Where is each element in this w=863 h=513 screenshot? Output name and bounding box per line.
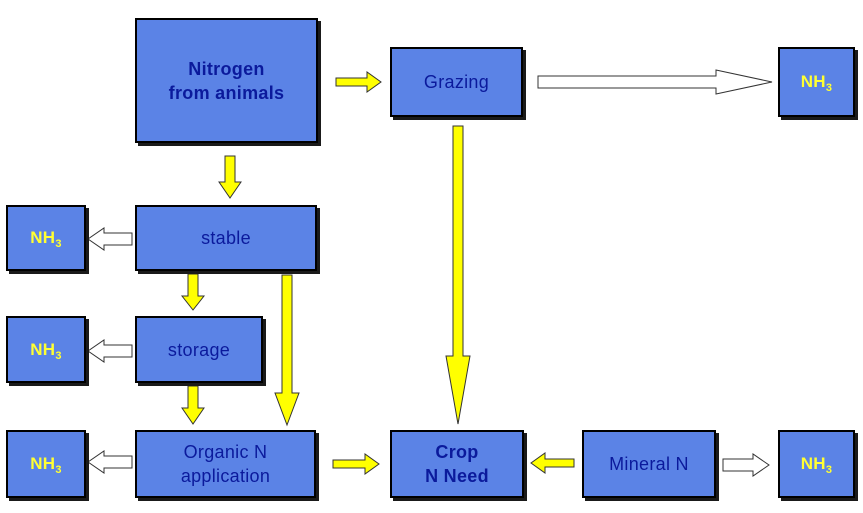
nh3-main: NH (800, 454, 826, 473)
nh3-label: NH3 (801, 70, 833, 94)
node-storage: storage (135, 316, 263, 383)
node-crop-line2: N Need (425, 466, 489, 486)
arrow-animals-to-stable (218, 155, 242, 199)
nh3-label: NH3 (30, 452, 62, 476)
arrow-grazing-to-nh3 (537, 69, 773, 95)
nh3-main: NH (30, 228, 56, 247)
nh3-label: NH3 (30, 226, 62, 250)
node-grazing-label: Grazing (423, 72, 490, 92)
nh3-main: NH (800, 72, 826, 91)
node-nh3-storage: NH3 (6, 316, 86, 383)
nh3-label: NH3 (30, 338, 62, 362)
node-nitrogen-from-animals: Nitrogen from animals (135, 18, 318, 143)
nh3-subscript: 3 (55, 464, 62, 476)
node-organic-n-application: Organic N application (135, 430, 316, 498)
nh3-subscript: 3 (825, 464, 833, 476)
node-organic-line2: application (180, 466, 271, 486)
node-nitrogen-from-animals-line2: from animals (168, 82, 285, 103)
node-nh3-grazing: NH3 (778, 47, 855, 117)
node-nh3-organic: NH3 (6, 430, 86, 498)
node-mineral-n: Mineral N (582, 430, 716, 498)
node-stable-label: stable (201, 228, 251, 248)
arrow-mineral-to-nh3 (722, 453, 770, 477)
arrow-stable-to-storage (180, 273, 206, 311)
arrow-organic-to-nh3 (87, 450, 133, 474)
node-nh3-mineral: NH3 (778, 430, 855, 498)
nh3-subscript: 3 (55, 238, 62, 250)
arrow-grazing-to-crop (445, 125, 471, 425)
node-nitrogen-from-animals-line1: Nitrogen (188, 58, 265, 79)
nh3-main: NH (30, 454, 56, 473)
arrow-storage-to-organic (181, 385, 205, 425)
arrow-stable-to-organic (274, 274, 300, 427)
node-crop-n-need: Crop N Need (390, 430, 524, 498)
node-organic-line1: Organic N (183, 442, 268, 462)
nh3-subscript: 3 (55, 349, 62, 362)
node-stable: stable (135, 205, 317, 271)
arrow-animals-to-grazing (335, 71, 382, 93)
arrow-storage-to-nh3 (87, 339, 133, 363)
nh3-label: NH3 (801, 452, 833, 476)
node-storage-label: storage (167, 339, 231, 360)
arrow-mineral-to-crop (530, 452, 575, 474)
arrow-organic-to-crop (332, 453, 380, 475)
nh3-subscript: 3 (825, 82, 833, 94)
node-mineral-label: Mineral N (609, 454, 689, 474)
nh3-main: NH (30, 339, 56, 359)
node-nh3-stable: NH3 (6, 205, 86, 271)
node-crop-line1: Crop (435, 442, 479, 462)
arrow-stable-to-nh3 (87, 227, 133, 251)
node-grazing: Grazing (390, 47, 523, 117)
